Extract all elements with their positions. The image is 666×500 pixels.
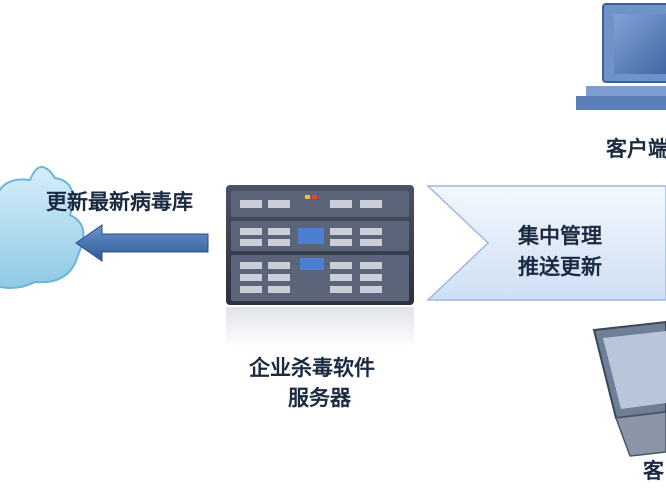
client-label-top: 客户端 bbox=[606, 137, 666, 161]
chevron-text-line2: 推送更新 bbox=[518, 255, 602, 279]
cloud-icon bbox=[0, 166, 85, 289]
server-rack-icon bbox=[226, 185, 414, 347]
client-label-bottom: 客 bbox=[643, 459, 664, 483]
server-label-line2: 服务器 bbox=[288, 386, 351, 410]
client-laptop-icon bbox=[592, 320, 666, 457]
update-virus-db-label: 更新最新病毒库 bbox=[46, 190, 193, 214]
update-arrow-icon bbox=[75, 224, 209, 262]
chevron-text-line1: 集中管理 bbox=[518, 224, 602, 248]
client-monitor-icon bbox=[576, 3, 666, 110]
server-label-line1: 企业杀毒软件 bbox=[249, 356, 375, 380]
push-update-chevron bbox=[426, 185, 666, 301]
